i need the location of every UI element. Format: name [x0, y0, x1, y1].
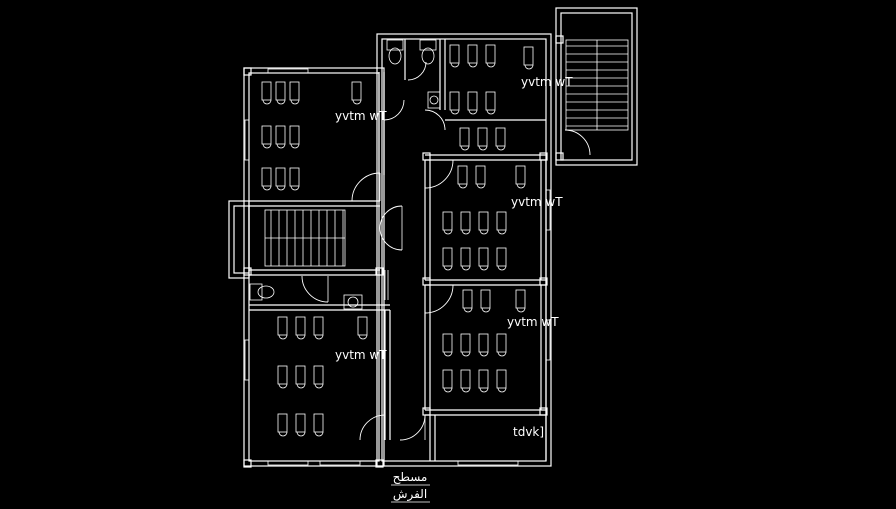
desk [478, 369, 489, 393]
desk [261, 125, 272, 149]
desk [496, 247, 507, 271]
desk [485, 44, 496, 68]
desk [289, 167, 300, 191]
room-label-office-1: yvtm wT [335, 109, 387, 123]
desk [357, 316, 368, 340]
room-label-office-2: yvtm wT [521, 75, 573, 89]
room-label-office-5: yvtm wT [335, 348, 387, 362]
desk [460, 247, 471, 271]
desk [496, 333, 507, 357]
interior-walls [243, 35, 564, 468]
desk [496, 369, 507, 393]
desk [442, 211, 453, 235]
desk [277, 365, 288, 389]
room-label-office-4: yvtm wT [507, 315, 559, 329]
desk [295, 365, 306, 389]
desk [459, 127, 470, 151]
caption-line-2: الفرش [393, 487, 427, 502]
desk [261, 167, 272, 191]
desk [449, 91, 460, 115]
desk [460, 369, 471, 393]
toilet-fixtures [249, 39, 441, 310]
desk [275, 167, 286, 191]
desk [478, 247, 489, 271]
desk [460, 211, 471, 235]
desk [485, 91, 496, 115]
exterior-walls [228, 7, 638, 467]
desk [462, 289, 473, 313]
desk [515, 165, 526, 189]
desk [275, 125, 286, 149]
desk [478, 333, 489, 357]
room-label-office-3: yvtm wT [511, 195, 563, 209]
desk [523, 46, 534, 70]
desk [277, 413, 288, 437]
desk [475, 165, 486, 189]
desk [496, 211, 507, 235]
desk [449, 44, 460, 68]
desk [289, 125, 300, 149]
desk [313, 365, 324, 389]
desk [478, 211, 489, 235]
desk [261, 81, 272, 105]
stair-annex [565, 39, 629, 131]
desk [480, 289, 491, 313]
room-labels: yvtm wT yvtm wT yvtm wT yvtm wT yvtm wT … [335, 75, 573, 439]
doors [301, 61, 591, 441]
desk [442, 333, 453, 357]
desk [295, 316, 306, 340]
desk [313, 316, 324, 340]
desk [467, 91, 478, 115]
desk [275, 81, 286, 105]
terrace-label: tdvk] [513, 425, 544, 439]
desk [477, 127, 488, 151]
desk [515, 289, 526, 313]
desk [313, 413, 324, 437]
desk [442, 369, 453, 393]
desk [442, 247, 453, 271]
desk [289, 81, 300, 105]
desk [495, 127, 506, 151]
caption-line-1: مسطح [393, 470, 428, 484]
desk [467, 44, 478, 68]
desk [457, 165, 468, 189]
desk [460, 333, 471, 357]
desk [351, 81, 362, 105]
desk-furniture [261, 44, 534, 437]
drawing-caption: مسطح الفرش [391, 470, 430, 503]
stair-main [264, 209, 346, 267]
desk [295, 413, 306, 437]
desk [277, 316, 288, 340]
